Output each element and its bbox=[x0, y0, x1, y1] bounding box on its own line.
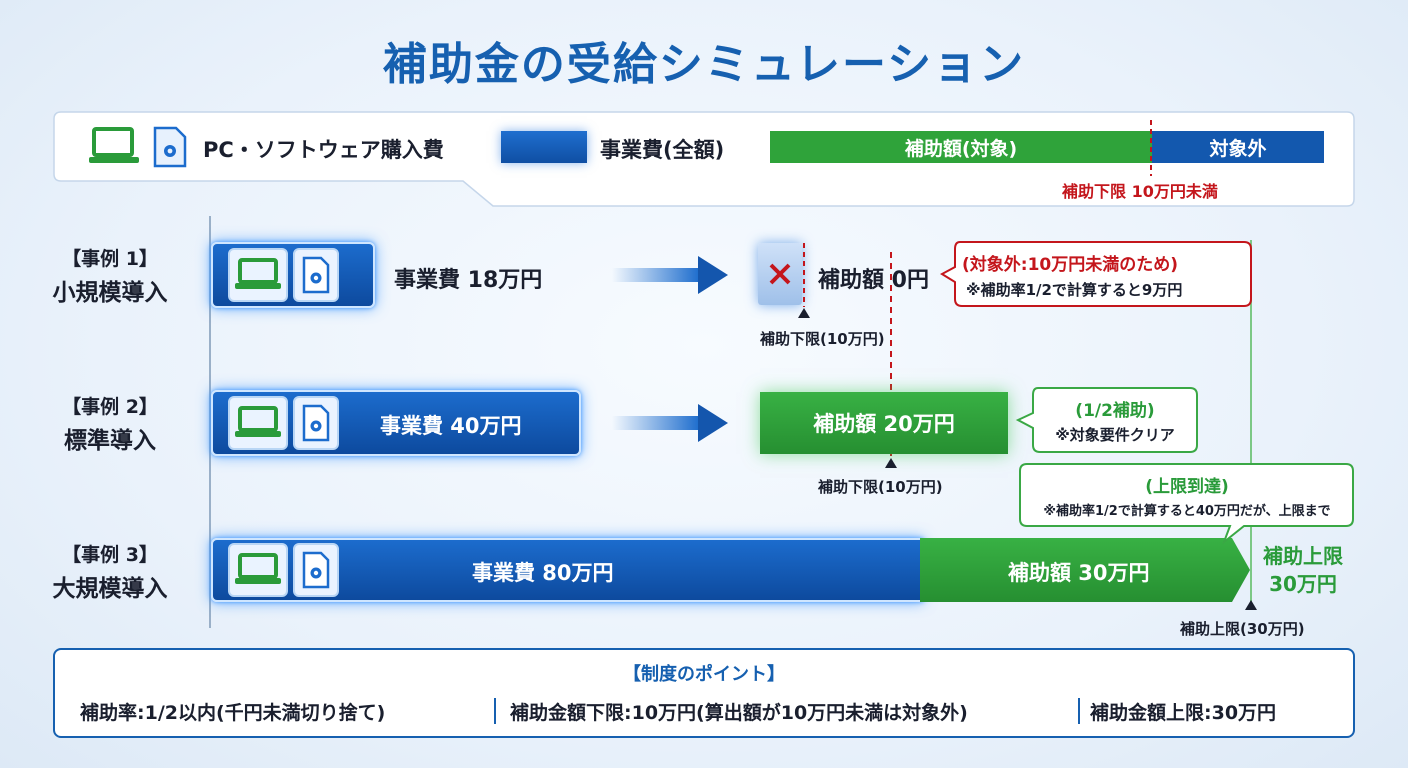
software-gear-icon bbox=[153, 126, 187, 168]
case3-label: 【事例 3】 大規模導入 bbox=[25, 540, 195, 603]
legend-cost-swatch bbox=[501, 131, 587, 163]
case3-tag: 【事例 3】 bbox=[62, 544, 158, 566]
points-title: 【制度のポイント】 bbox=[623, 664, 785, 685]
case3-cap-label: 補助上限 30万円 bbox=[1258, 542, 1348, 598]
software-gear-icon bbox=[302, 256, 330, 294]
case2-subsidy-bar: 補助額 20万円 bbox=[760, 392, 1008, 454]
case1-callout-note: ※補助率1/2で計算すると9万円 bbox=[966, 281, 1183, 299]
case1-name: 小規模導入 bbox=[52, 280, 168, 306]
case1-cost-text: 事業費 18万円 bbox=[394, 268, 543, 293]
legend-cost-label: 事業費(全額) bbox=[600, 138, 725, 162]
triangle-marker-icon bbox=[798, 308, 810, 318]
case1-label: 【事例 1】 小規模導入 bbox=[25, 244, 195, 307]
case1-callout bbox=[939, 241, 1252, 307]
case3-cap-line1: 補助上限 bbox=[1263, 544, 1343, 568]
legend-lower-limit-line bbox=[1150, 120, 1152, 176]
case2-marker-label: 補助下限(10万円) bbox=[818, 478, 943, 496]
arrow-right-icon bbox=[612, 404, 728, 442]
case3-callout bbox=[1019, 463, 1354, 546]
legend-subsidy-label: 補助額(対象) bbox=[904, 137, 1018, 160]
points-rate: 補助率:1/2以内(千円未満切り捨て) bbox=[80, 702, 386, 724]
laptop-icon bbox=[235, 553, 281, 584]
baseline-axis bbox=[209, 216, 211, 628]
case1-tag: 【事例 1】 bbox=[62, 248, 158, 270]
case3-laptop-box bbox=[228, 543, 288, 597]
triangle-marker-icon bbox=[1245, 600, 1257, 610]
case2-callout-note: ※対象要件クリア bbox=[1055, 426, 1175, 444]
case2-software-box bbox=[293, 396, 339, 450]
arrow-right-icon bbox=[612, 256, 728, 294]
case3-callout-title: (上限到達) bbox=[1145, 477, 1229, 497]
case3-name: 大規模導入 bbox=[52, 576, 168, 602]
triangle-marker-icon bbox=[885, 458, 897, 468]
legend-item-label: PC・ソフトウェア購入費 bbox=[203, 138, 444, 162]
software-gear-icon bbox=[302, 404, 330, 442]
software-gear-icon bbox=[302, 551, 330, 589]
laptop-icon bbox=[235, 406, 281, 437]
case2-name: 標準導入 bbox=[64, 428, 156, 454]
case1-software-box bbox=[293, 248, 339, 302]
points-box bbox=[53, 648, 1355, 738]
case2-cost-text: 事業費 40万円 bbox=[380, 414, 522, 438]
case1-threshold-line bbox=[803, 243, 805, 307]
case1-marker-label: 補助下限(10万円) bbox=[760, 330, 885, 348]
case3-subsidy-arrow bbox=[920, 538, 1250, 602]
case2-result-text: 補助額 20万円 bbox=[813, 412, 955, 436]
case3-cost-text: 事業費 80万円 bbox=[472, 561, 614, 585]
laptop-icon bbox=[89, 127, 139, 163]
points-divider bbox=[494, 698, 496, 724]
case3-software-box bbox=[293, 543, 339, 597]
laptop-icon bbox=[235, 258, 281, 289]
case2-tag: 【事例 2】 bbox=[62, 396, 158, 418]
case1-callout-title: (対象外:10万円未満のため) bbox=[962, 255, 1178, 275]
case1-result-text: 補助額 0円 bbox=[818, 268, 929, 293]
points-divider bbox=[1078, 698, 1080, 724]
case1-empty-subsidy-box bbox=[758, 243, 802, 305]
case3-marker-label: 補助上限(30万円) bbox=[1180, 620, 1305, 638]
case3-cap-line2: 30万円 bbox=[1269, 572, 1337, 596]
case1-laptop-box bbox=[228, 248, 288, 302]
case2-callout-title: (1/2補助) bbox=[1075, 401, 1155, 421]
case3-callout-note: ※補助率1/2で計算すると40万円だが、上限まで bbox=[1043, 504, 1331, 519]
case3-result-text: 補助額 30万円 bbox=[1008, 561, 1150, 585]
legend-excluded-bar: 対象外 bbox=[1152, 131, 1324, 163]
points-lower: 補助金額下限:10万円(算出額が10万円未満は対象外) bbox=[510, 702, 968, 724]
page-title: 補助金の受給シミュレーション bbox=[382, 39, 1026, 90]
legend-excluded-label: 対象外 bbox=[1209, 137, 1267, 160]
case2-label: 【事例 2】 標準導入 bbox=[25, 392, 195, 455]
case2-laptop-box bbox=[228, 396, 288, 450]
legend-subsidy-bar: 補助額(対象) bbox=[770, 131, 1152, 163]
points-upper: 補助金額上限:30万円 bbox=[1090, 702, 1277, 724]
cross-icon bbox=[769, 263, 791, 285]
case2-callout bbox=[1015, 387, 1198, 453]
legend-lower-limit-note: 補助下限 10万円未満 bbox=[1062, 182, 1218, 201]
